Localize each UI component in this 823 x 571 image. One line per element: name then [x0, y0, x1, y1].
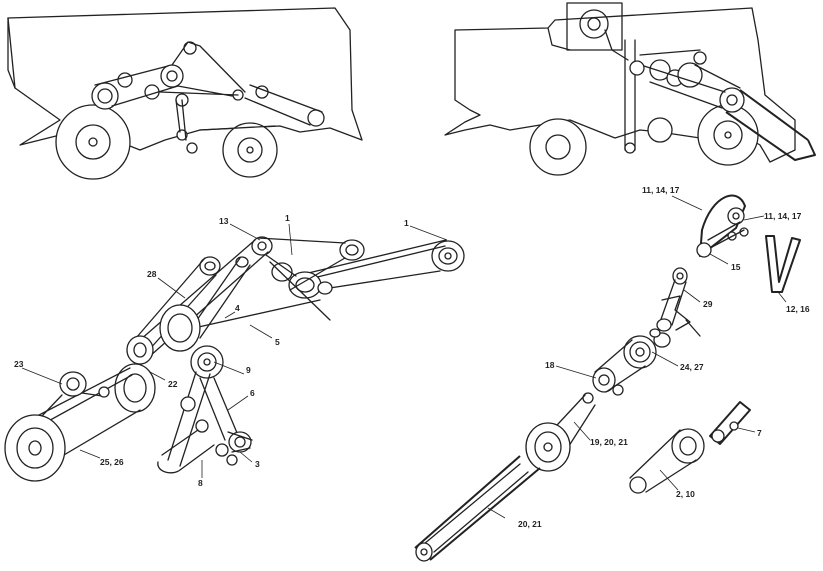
callout-3: 3 — [255, 459, 260, 469]
callout-18: 18 — [545, 360, 555, 370]
callout-22: 22 — [168, 379, 178, 389]
callout-7: 7 — [757, 428, 762, 438]
combine-overview-right — [444, 2, 816, 176]
callout-19-20-21: 19, 20, 21 — [590, 437, 628, 447]
callout-23: 23 — [14, 359, 24, 369]
left-belt-assembly — [4, 236, 465, 482]
callout-9: 9 — [246, 365, 251, 375]
callout-labels: 1 1 13 28 4 5 23 22 9 6 3 8 25, 26 11, 1… — [14, 185, 810, 529]
callout-29: 29 — [703, 299, 713, 309]
callout-leaders — [21, 195, 787, 519]
callout-4: 4 — [235, 303, 240, 313]
callout-1b: 1 — [404, 218, 409, 228]
right-belt-assembly — [414, 194, 801, 562]
callout-13: 13 — [219, 216, 229, 226]
callout-6: 6 — [250, 388, 255, 398]
callout-24-27: 24, 27 — [680, 362, 704, 372]
callout-11-14-17a: 11, 14, 17 — [642, 185, 680, 195]
callout-5: 5 — [275, 337, 280, 347]
callout-25-26: 25, 26 — [100, 457, 124, 467]
callout-12-16: 12, 16 — [786, 304, 810, 314]
callout-28: 28 — [147, 269, 157, 279]
combine-overview-left — [7, 7, 363, 180]
callout-8: 8 — [198, 478, 203, 488]
callout-20-21: 20, 21 — [518, 519, 542, 529]
callout-11-14-17b: 11, 14, 17 — [764, 211, 802, 221]
callout-2-10: 2, 10 — [676, 489, 695, 499]
callout-1a: 1 — [285, 213, 290, 223]
callout-15: 15 — [731, 262, 741, 272]
